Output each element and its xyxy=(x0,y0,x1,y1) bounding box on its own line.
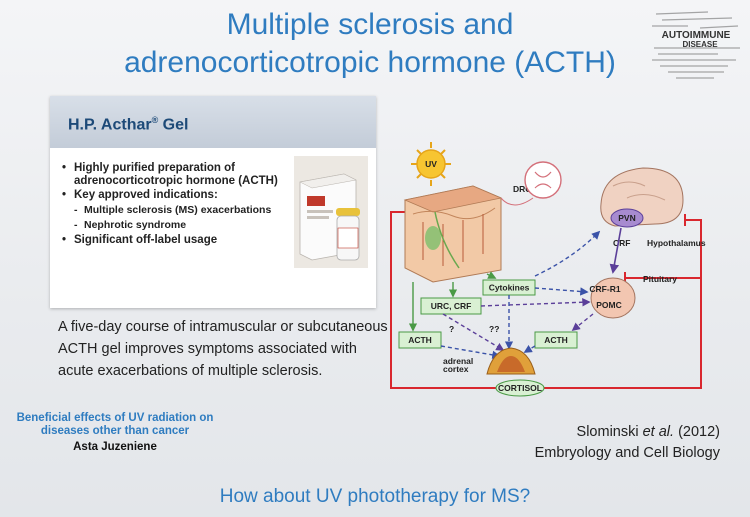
pvn-node xyxy=(610,208,644,228)
red-loop-left xyxy=(390,211,511,389)
acth-left-box xyxy=(398,331,442,349)
adrenal-label-1: adrenal xyxy=(443,356,473,366)
panel-title-main: H.P. Acthar xyxy=(68,116,152,134)
left-reference: Beneficial effects of UV radiation on di… xyxy=(4,412,226,454)
title-line-2: adrenocorticotropic hormone (ACTH) xyxy=(124,46,616,79)
slide-question: How about UV phototherapy for MS? xyxy=(219,486,531,507)
bullet-1: Highly purified preparation of adrenocor… xyxy=(74,162,278,187)
pvn-to-pituitary-arrow xyxy=(609,227,622,274)
pituitary-node xyxy=(590,277,636,319)
reference-journal: Embryology and Cell Biology xyxy=(534,445,720,461)
urc-to-pituitary-arrow xyxy=(480,298,591,307)
pituitary-label: Pituitary xyxy=(643,274,677,284)
pomc-to-acth-arrow xyxy=(571,313,594,332)
cytokines-label: Cytokines xyxy=(489,283,530,293)
bullet-list: • Highly purified preparation of adrenoco… xyxy=(62,162,292,248)
acth-right-box xyxy=(534,331,578,349)
ref-author: Slominski xyxy=(576,424,643,440)
title-line-1: Multiple sclerosis and xyxy=(226,8,514,41)
right-reference: Slominski et al. (2012) Embryology and C… xyxy=(470,422,720,464)
autoimmune-disease-wordcloud-badge: AUTOIMMUNE DISEASE xyxy=(652,11,740,79)
reference-author-line: Slominski et al. (2012) xyxy=(470,422,720,443)
acthar-box-and-vial-photo xyxy=(294,156,368,268)
hpa-axis-diagram: UV DRG PVN CRF Hypothalamus Pituitary CR… xyxy=(390,142,706,397)
bullet-2: Key approved indications: xyxy=(74,189,218,201)
slide-title: Multiple sclerosis and adrenocorticotrop… xyxy=(80,6,660,82)
sub-bullet-1: Multiple sclerosis (MS) exacerbations xyxy=(84,204,272,216)
acthar-gel-panel: H.P. Acthar® Gel • Highly purified prepar… xyxy=(50,96,376,308)
bullet-dot-icon: • xyxy=(62,234,67,246)
sub-bullet-2: Nephrotic syndrome xyxy=(84,219,187,231)
red-loop-right xyxy=(529,219,702,389)
reference-author: Asta Juzeniene xyxy=(73,441,157,453)
cortisol-label: CORTISOL xyxy=(498,383,542,393)
urc-to-adrenal-arrow xyxy=(442,313,505,351)
sub-bullet-item: -Nephrotic syndrome xyxy=(62,219,292,232)
adrenal-label-2: cortex xyxy=(443,364,469,374)
bullet-3: Significant off-label usage xyxy=(74,234,218,246)
urc-crf-label: URC, CRF xyxy=(431,301,472,311)
panel-header xyxy=(50,96,376,148)
badge-line-2: DISEASE xyxy=(682,40,718,49)
bullet-item: • Key approved indications: xyxy=(62,189,292,202)
acth-left-label: ACTH xyxy=(408,335,432,345)
crf-label: CRF xyxy=(613,238,630,248)
bullet-dot-icon: • xyxy=(62,162,67,174)
panel-title: H.P. Acthar® Gel xyxy=(68,115,188,134)
registered-mark: ® xyxy=(151,115,159,125)
bullet-dot-icon: • xyxy=(62,189,67,201)
bullet-item: • Significant off-label usage xyxy=(62,234,292,247)
acth-right-label: ACTH xyxy=(544,335,568,345)
uv-label: UV xyxy=(425,159,437,169)
badge-line-1: AUTOIMMUNE xyxy=(662,30,731,41)
ref-et-al: et al. xyxy=(642,424,675,440)
question-mark-1: ? xyxy=(449,324,454,334)
nerve-path xyxy=(500,197,534,206)
sub-bullet-item: -Multiple sclerosis (MS) exacerbations xyxy=(62,204,292,217)
uv-sun-icon xyxy=(411,142,451,186)
drg-label: DRG xyxy=(513,184,532,194)
cytokines-to-hypothalamus-arrow xyxy=(534,230,601,277)
reference-title: Beneficial effects of UV radiation on di… xyxy=(16,412,214,437)
panel-title-rest: Gel xyxy=(158,116,189,134)
acth-caption: A five-day course of intramuscular or su… xyxy=(58,319,388,379)
hypothalamus-label: Hypothalamus xyxy=(647,238,706,248)
skin-illustration xyxy=(403,185,503,283)
dash-icon: - xyxy=(74,219,78,231)
pomc-label: POMC xyxy=(596,300,622,310)
dash-icon: - xyxy=(74,204,78,216)
acth-left-to-adrenal-arrow xyxy=(440,345,501,359)
crf-r1-label: CRF-R1 xyxy=(589,284,620,294)
cortisol-node xyxy=(495,379,545,397)
bullet-item: • Highly purified preparation of adrenoco… xyxy=(62,162,292,188)
ref-year: (2012) xyxy=(674,424,720,440)
pvn-label: PVN xyxy=(618,213,635,223)
skin-to-cytokines-arrow xyxy=(486,271,497,279)
question-mark-2: ?? xyxy=(489,324,499,334)
spinal-cord-icon xyxy=(524,161,562,199)
acth-right-to-adrenal-arrow xyxy=(523,344,536,353)
cytokines-to-pituitary-arrow xyxy=(534,287,589,296)
adrenal-gland-illustration xyxy=(486,347,536,375)
